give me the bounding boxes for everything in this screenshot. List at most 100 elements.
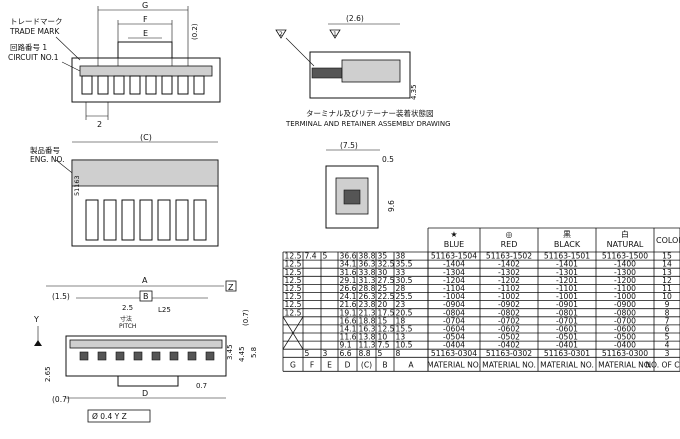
table-cell: 20.5 [396, 308, 413, 317]
table-cell: 11 [662, 284, 672, 293]
dim-445-label: 4.45 [238, 346, 246, 362]
note-triangle-2 [275, 29, 287, 39]
dim-26-label: (2.6) [346, 14, 364, 23]
table-cell: 30.5 [396, 276, 413, 285]
table-cell: 16.6 [340, 316, 357, 325]
table-cell: 20 [378, 300, 388, 309]
terminal-housing [309, 51, 411, 99]
table-footer-cell: A [408, 360, 414, 369]
table-cell: -1004 [443, 292, 465, 301]
table-cell: -0701 [556, 316, 578, 325]
table-cell: 7.4 [305, 252, 317, 261]
table-cell: 3 [665, 349, 670, 358]
table-cell: 9.1 [340, 341, 352, 350]
table-cell: 24.1 [340, 292, 357, 301]
dim-07a-label: (0.7) [242, 309, 250, 326]
table-cell: -0704 [443, 316, 465, 325]
datum-z-box [225, 280, 237, 292]
datum-y-label: Y [33, 315, 39, 324]
table-cell: 51163-0301 [544, 349, 590, 358]
dim-02-label: (0.2) [191, 23, 199, 40]
table-cell: -0600 [614, 325, 636, 334]
table-cell: 12.5 [285, 252, 302, 261]
dim-pitch-label: 2 [97, 120, 102, 129]
table-cell: -0604 [443, 325, 465, 334]
contact-slots [81, 75, 205, 95]
dim-75-label: (7.5) [340, 141, 358, 150]
datum-z-label: Z [228, 283, 234, 292]
table-cell: -1402 [498, 260, 520, 269]
table-cell: 13 [662, 268, 672, 277]
pcb-band [69, 339, 223, 349]
tolerance-label: Ø 0.4 Y Z [92, 412, 127, 421]
circuit-jp-label: 回路番号 1 [10, 42, 47, 52]
trade-mark-label: TRADE MARK [9, 27, 60, 36]
table-cell: 6 [665, 325, 670, 334]
table-cell: 21.3 [359, 308, 376, 317]
table-cell: -0700 [614, 316, 636, 325]
dim-96-label: 9.6 [387, 200, 396, 212]
table-cell: -1301 [556, 268, 578, 277]
dim-07b-label: 0.7 [196, 382, 207, 390]
table-cell: -0400 [614, 341, 636, 350]
dim-e-label: E [143, 29, 148, 38]
table-cell: 31.6 [340, 268, 357, 277]
circuit-label: CIRCUIT NO.1 [8, 53, 59, 62]
color-name: NATURAL [607, 240, 644, 249]
table-cell: 3 [323, 349, 328, 358]
table-cell: 4 [665, 341, 670, 350]
table-cell: -0801 [556, 308, 578, 317]
dim-a-label: A [142, 276, 148, 285]
table-footer-cell: MATERIAL NO. [598, 360, 652, 369]
table-cell: 28.8 [359, 284, 376, 293]
table-cell: 51163-1504 [431, 252, 477, 261]
table-cell: -0404 [443, 341, 465, 350]
table-cell: -0904 [443, 300, 465, 309]
table-cell: 10 [662, 292, 672, 301]
pitch-label: PITCH [119, 323, 136, 330]
table-cell: -1001 [556, 292, 578, 301]
table-cell: 16.3 [359, 325, 376, 334]
table-cell: -0500 [614, 333, 636, 342]
table-cell: 38.8 [359, 252, 376, 261]
table-cell: 14 [662, 260, 672, 269]
table-cell: 51163-0302 [486, 349, 532, 358]
table-cell: -0602 [498, 325, 520, 334]
table-cell: 38 [396, 252, 406, 261]
table-cell: 11.6 [340, 333, 357, 342]
leader-line [55, 36, 81, 61]
dim-b-box [139, 290, 153, 302]
note-1-label: 1 [333, 31, 337, 38]
table-cell: 23 [396, 300, 406, 309]
dim-d-label: D [142, 389, 148, 398]
contact-row [79, 65, 213, 77]
table-cell: 51163-1500 [602, 252, 648, 261]
table-cell: -0902 [498, 300, 520, 309]
table-cell: 36.3 [359, 260, 376, 269]
table-cell: 8 [665, 308, 670, 317]
side-top-band [71, 159, 219, 187]
table-cell: 51163-1502 [486, 252, 532, 261]
color-symbol: ★ [450, 230, 457, 239]
table-cell: 8 [396, 349, 401, 358]
table-cell: -0601 [556, 325, 578, 334]
table-cell: -1104 [443, 284, 465, 293]
table-cell: -0802 [498, 308, 520, 317]
table-cell: -0804 [443, 308, 465, 317]
table-footer-cell: (C) [361, 360, 372, 369]
table-cell: 30 [378, 268, 388, 277]
table-cell: 11.3 [359, 341, 376, 350]
end-contact [343, 189, 361, 205]
color-name: RED [501, 240, 518, 249]
table-cell: 26.3 [359, 292, 376, 301]
table-cell: 31.3 [359, 276, 376, 285]
dim-c-label: (C) [140, 133, 152, 142]
table-cell: -1000 [614, 292, 636, 301]
color-header: COLOR [656, 236, 680, 245]
table-cell: 18.8 [359, 316, 376, 325]
table-cell: 35.5 [396, 260, 413, 269]
table-cell: 10 [378, 333, 388, 342]
table-cell: -1201 [556, 276, 578, 285]
table-cell: 25 [378, 284, 388, 293]
dim-07c-label: (0.7) [52, 395, 70, 404]
